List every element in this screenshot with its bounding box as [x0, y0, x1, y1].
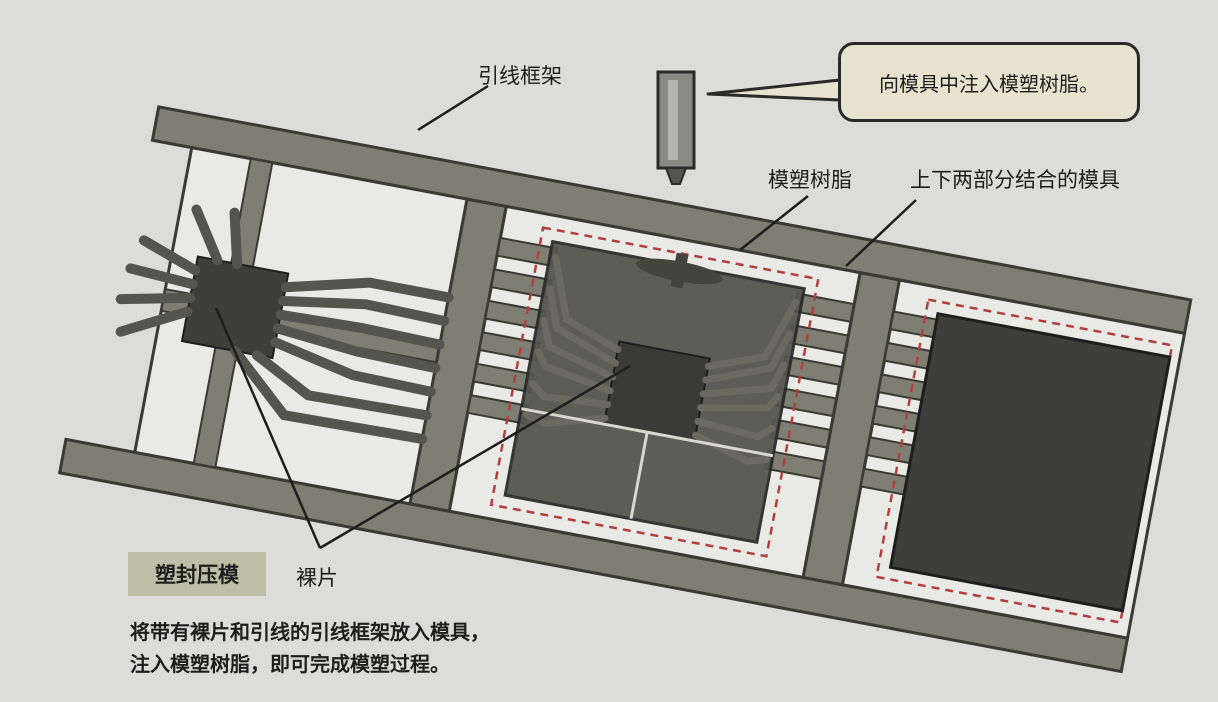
callout-pointer: [708, 80, 840, 100]
lead-frame-label: 引线框架: [478, 60, 562, 90]
resin-injection-callout: 向模具中注入模塑树脂。: [838, 42, 1140, 122]
leader-lead-frame: [418, 86, 488, 130]
resin-injection-nozzle: [658, 72, 694, 184]
molded-package-right: [890, 314, 1169, 611]
molding-resin-label: 模塑树脂: [768, 164, 852, 194]
caption-tag: 塑封压模: [128, 552, 266, 596]
caption-line-2: 注入模塑树脂，即可完成模塑过程。: [130, 648, 450, 677]
mold-halves-label: 上下两部分结合的模具: [910, 164, 1120, 194]
bare-die-label: 裸片: [296, 562, 338, 592]
caption-line-1: 将带有裸片和引线的引线框架放入模具，: [130, 616, 490, 645]
